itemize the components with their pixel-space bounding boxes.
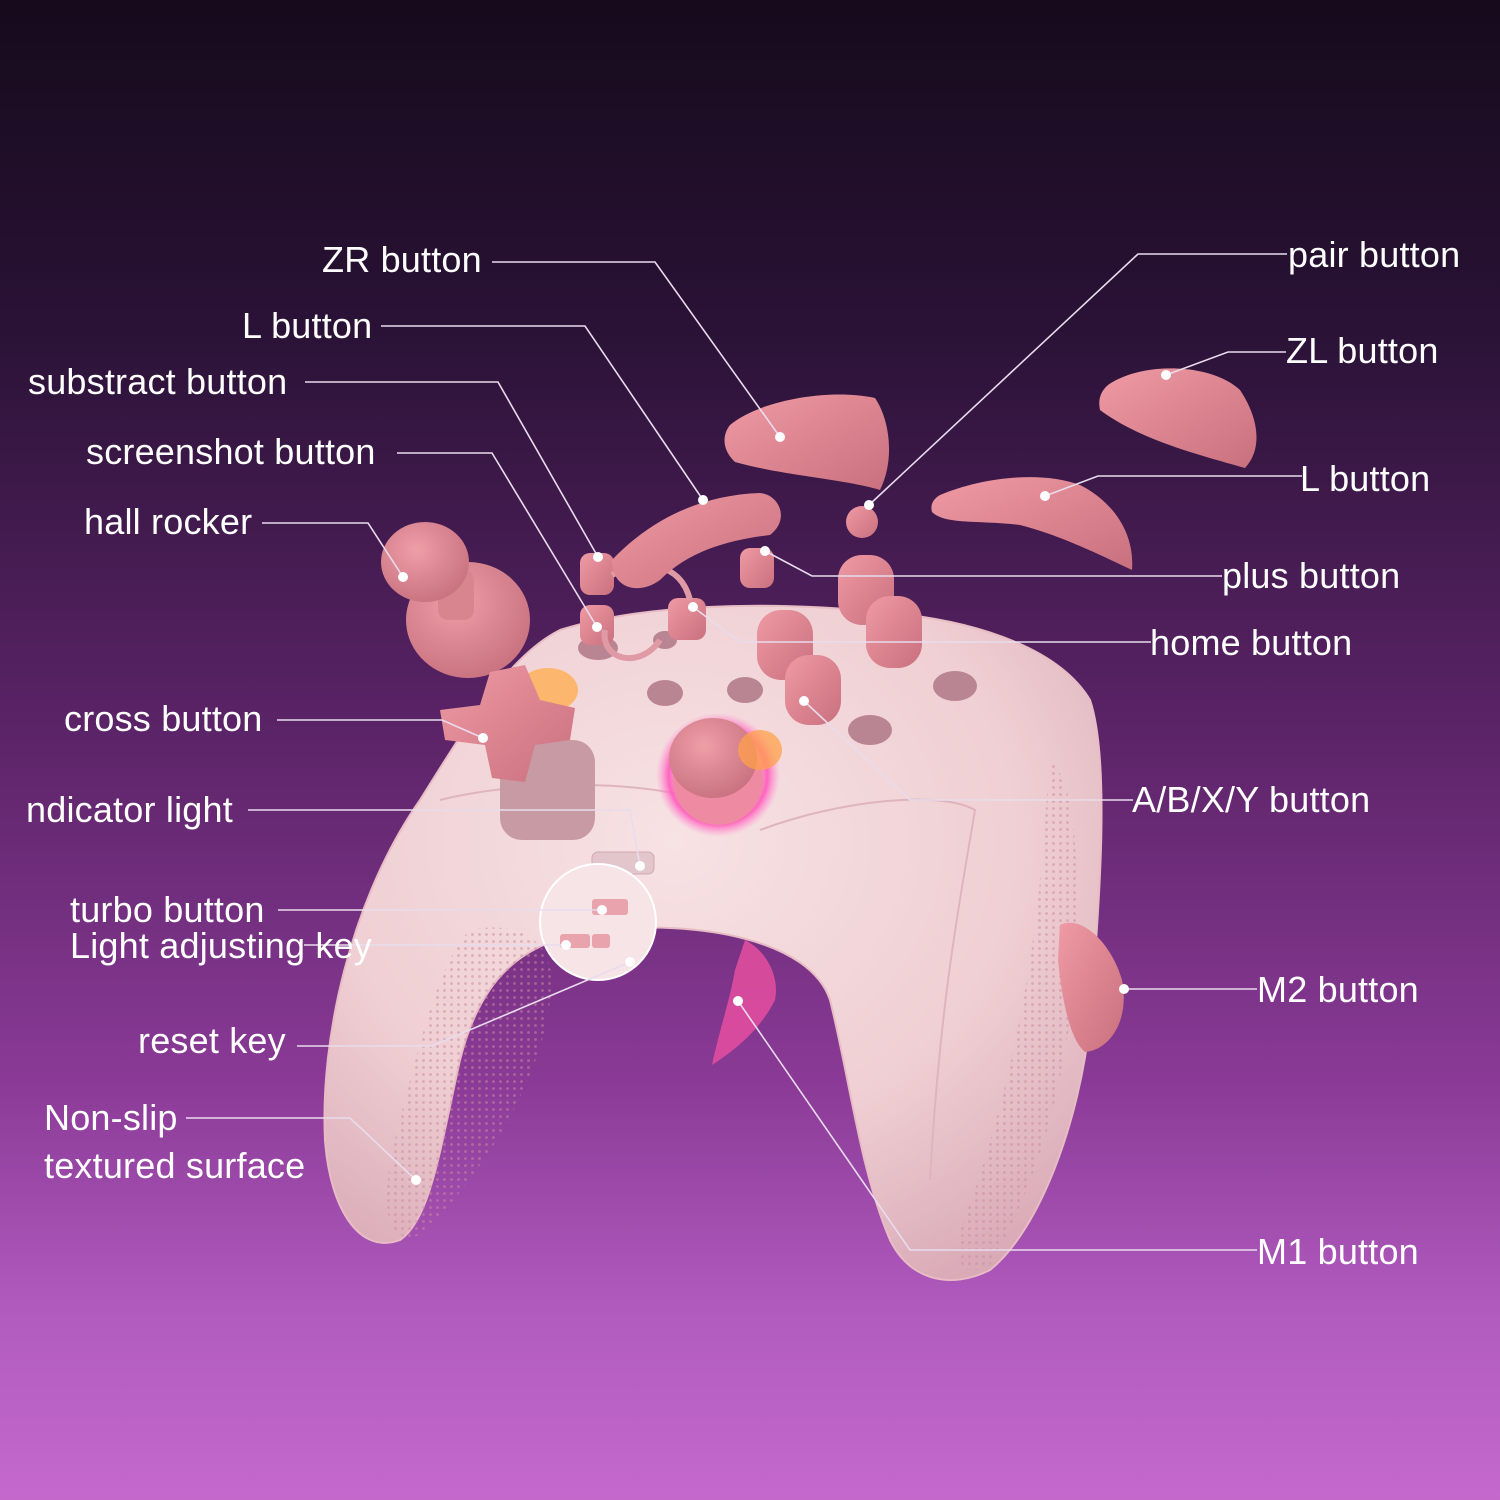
l-bumper-left — [612, 493, 781, 589]
label-abxy-button: A/B/X/Y button — [1132, 779, 1371, 820]
label-light-adjusting-key: Light adjusting key — [70, 925, 372, 966]
label-non-slip: Non-slip — [44, 1097, 178, 1138]
label-pair-button: pair button — [1288, 234, 1461, 275]
label-screenshot-button: screenshot button — [86, 431, 376, 472]
label-l-button-right: L button — [1300, 458, 1431, 499]
label-turbo-button: turbo button — [70, 889, 265, 930]
right-stick — [656, 713, 782, 837]
cross-button — [440, 665, 575, 782]
label-cross-button: cross button — [64, 698, 263, 739]
leader-dots — [398, 370, 1171, 1185]
label-m2-button: M2 button — [1257, 969, 1419, 1010]
zr-trigger — [724, 394, 890, 490]
label-home-button: home button — [1150, 622, 1353, 663]
label-hall-rocker: hall rocker — [84, 501, 253, 542]
label-indicator-light: ndicator light — [26, 789, 233, 830]
controller-body — [323, 604, 1103, 1281]
label-reset-key: reset key — [138, 1020, 286, 1061]
abxy-buttons — [757, 555, 922, 725]
leader-lines — [186, 253, 1302, 1251]
magnifier-inset — [539, 863, 657, 981]
l-bumper-right — [931, 477, 1133, 570]
m2-paddle — [1058, 922, 1124, 1052]
label-m1-button: M1 button — [1257, 1231, 1419, 1272]
hall-rocker — [381, 522, 530, 678]
zl-trigger — [1099, 368, 1257, 468]
label-substract-button: substract button — [28, 361, 288, 402]
label-l-button-left: L button — [242, 305, 373, 346]
label-plus-button: plus button — [1222, 555, 1401, 596]
label-textured-surface: textured surface — [44, 1145, 306, 1186]
m1-paddle — [712, 940, 776, 1065]
label-zr-button: ZR button — [322, 239, 482, 280]
pair-button-part — [846, 506, 878, 538]
label-zl-button: ZL button — [1286, 330, 1439, 371]
